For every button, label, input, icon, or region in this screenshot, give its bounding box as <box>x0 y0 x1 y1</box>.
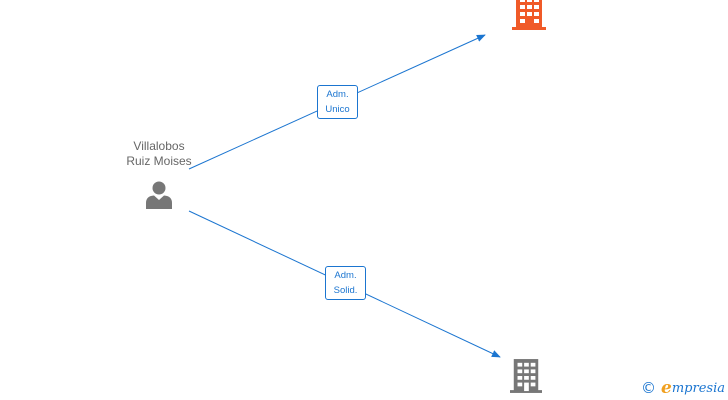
relation-label[interactable]: Adm. Unico <box>317 85 358 119</box>
person-icon[interactable] <box>144 180 174 210</box>
person-name[interactable]: Villalobos Ruiz Moises <box>104 139 214 169</box>
relation-label[interactable]: Adm. Solid. <box>325 266 366 300</box>
copyright-icon: © <box>641 379 657 397</box>
relation-label-line1: Adm. <box>334 270 357 281</box>
building-icon[interactable] <box>512 0 546 30</box>
relation-label-line2: Unico <box>325 104 350 115</box>
person-name-line2: Ruiz Moises <box>126 154 192 168</box>
relation-label-line2: Solid. <box>333 285 358 296</box>
brand-initial: e <box>661 378 672 398</box>
person-name-line1: Villalobos <box>133 139 185 153</box>
building-icon[interactable] <box>510 358 542 394</box>
relation-label-line1: Adm. <box>326 89 349 100</box>
brand-name: mpresia <box>671 380 725 396</box>
brand-logo: © e mpresia <box>641 378 725 398</box>
